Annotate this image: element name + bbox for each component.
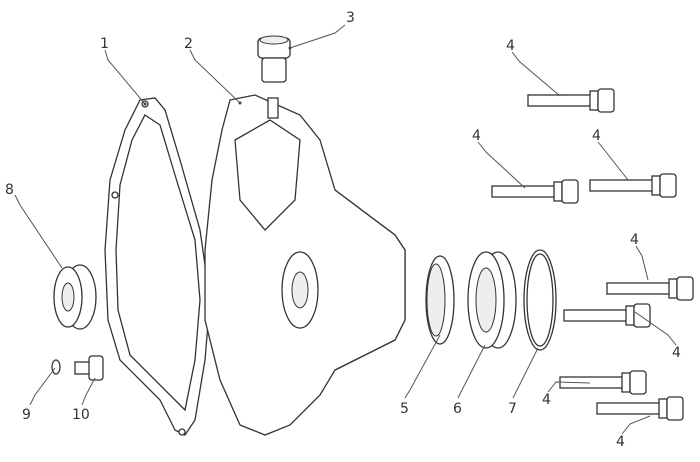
bolts-4: [491, 88, 694, 421]
label-part-2: 2: [184, 36, 193, 52]
engine-cover: [204, 94, 406, 436]
leader-lines: [14, 24, 677, 435]
label-part-1: 1: [100, 36, 109, 52]
label-part-9: 9: [22, 407, 31, 423]
label-part-7: 7: [508, 401, 517, 417]
label-part-6: 6: [453, 401, 462, 417]
label-part-3: 3: [346, 10, 355, 26]
plug: [257, 35, 291, 83]
label-part-4: 4: [630, 232, 639, 248]
washer-9: [51, 359, 61, 375]
bearing-8: [53, 264, 97, 330]
gasket: [104, 97, 211, 436]
label-part-4: 4: [592, 128, 601, 144]
seal-5: [425, 255, 455, 345]
screw-10: [74, 355, 104, 381]
label-part-4: 4: [506, 38, 515, 54]
label-part-4: 4: [542, 392, 551, 408]
label-part-4: 4: [616, 434, 625, 450]
circlip-7: [523, 249, 557, 351]
label-part-4: 4: [472, 128, 481, 144]
label-part-5: 5: [400, 401, 409, 417]
label-part-10: 10: [72, 407, 90, 423]
label-part-8: 8: [5, 182, 14, 198]
label-part-4: 4: [672, 345, 681, 361]
bearing-6: [467, 251, 517, 349]
